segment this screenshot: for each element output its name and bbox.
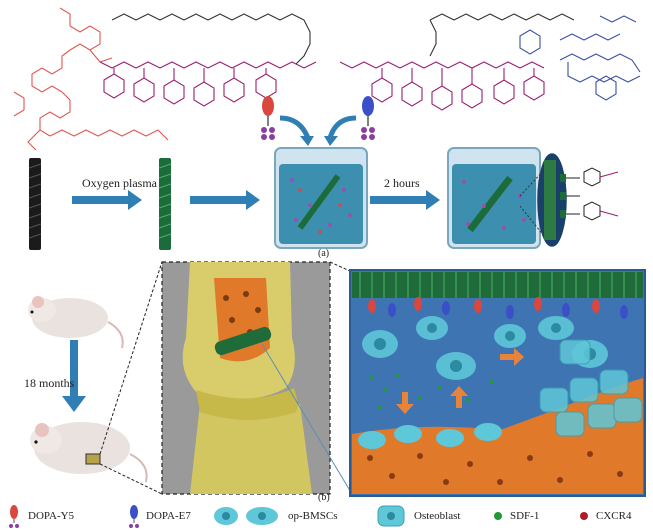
op-bmscs-legend-icon [214,507,278,525]
dopa-chain-right [339,61,545,111]
dopa-y5-molecule-icon [261,96,275,140]
osteoblast-legend-icon [377,505,405,527]
sdf1-legend-icon [494,512,502,520]
e7-peptide-structure [519,15,641,101]
beaker-icon [274,147,368,249]
process-arrow [370,190,440,210]
step-two-hours-label: 2 hours [384,176,420,190]
legend-cxcr4-label: CXCR4 [596,510,632,522]
screw-icon [28,158,42,250]
screw-icon [158,158,172,250]
step-oxygen-plasma-label: Oxygen plasma [82,176,157,190]
panel-b-illustration [28,261,646,497]
dopa-e7-molecule-icon [361,96,375,140]
surface-zoom-detail [519,153,619,247]
dopa-chain-left [99,61,317,107]
curved-arrow [327,115,357,139]
cellular-detail-panel [349,269,646,497]
legend-osteoblast-label: Osteoblast [414,510,461,522]
curved-arrow [279,115,311,140]
legend-icons [9,505,588,528]
peg-linker-left [111,13,311,65]
beaker-icon [447,147,541,249]
peg-linker-right [429,13,575,57]
legend-dopa-e7-label: DOPA-E7 [146,510,191,522]
cxcr4-legend-icon [580,512,588,520]
process-arrow [72,190,142,210]
knee-joint-icon [182,262,312,494]
panel-b-caption: (b) [318,492,330,503]
timeline-label: 18 months [24,376,75,390]
legend-op-bmscs-label: op-BMSCs [288,510,338,522]
dopa-e7-legend-icon [129,505,139,528]
panel-a-caption: (a) [318,248,330,259]
y5-peptide-structure [13,7,169,151]
legend-sdf1-label: SDF-1 [510,510,540,522]
mouse-icon [28,296,124,349]
process-arrow [190,190,260,210]
dopa-y5-legend-icon [9,505,19,528]
legend-dopa-y5-label: DOPA-Y5 [28,510,75,522]
panel-a-illustration [13,7,641,250]
mouse-icon [30,422,148,483]
timeline-arrow [62,340,86,412]
